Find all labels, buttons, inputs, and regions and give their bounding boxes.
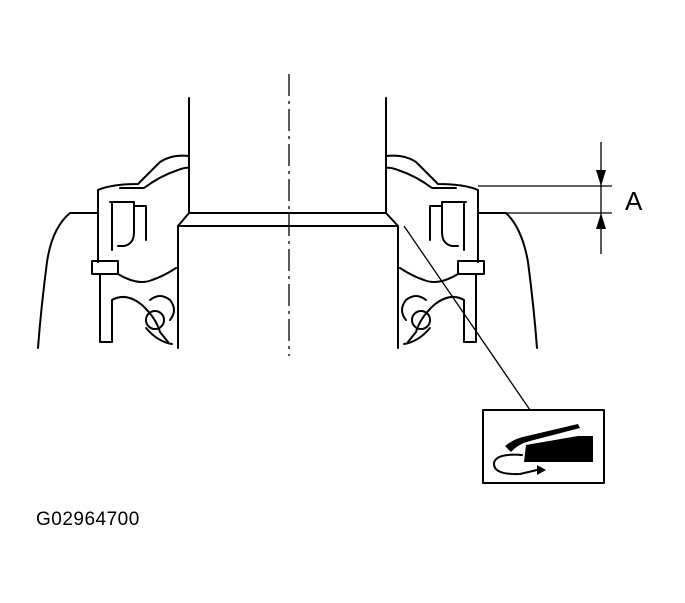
arrow-down-icon: [596, 170, 606, 186]
oil-seal-left: [91, 154, 190, 345]
dimension-a: A: [478, 142, 643, 254]
figure-id: G02964700: [36, 509, 140, 530]
arrow-up-icon: [596, 213, 606, 229]
dimension-label: A: [625, 186, 643, 216]
leader-line: [403, 225, 531, 411]
shaft: [177, 97, 399, 349]
housing: [37, 212, 538, 349]
grease-applicator-icon: [482, 409, 605, 484]
oil-seal-right: [385, 154, 485, 345]
